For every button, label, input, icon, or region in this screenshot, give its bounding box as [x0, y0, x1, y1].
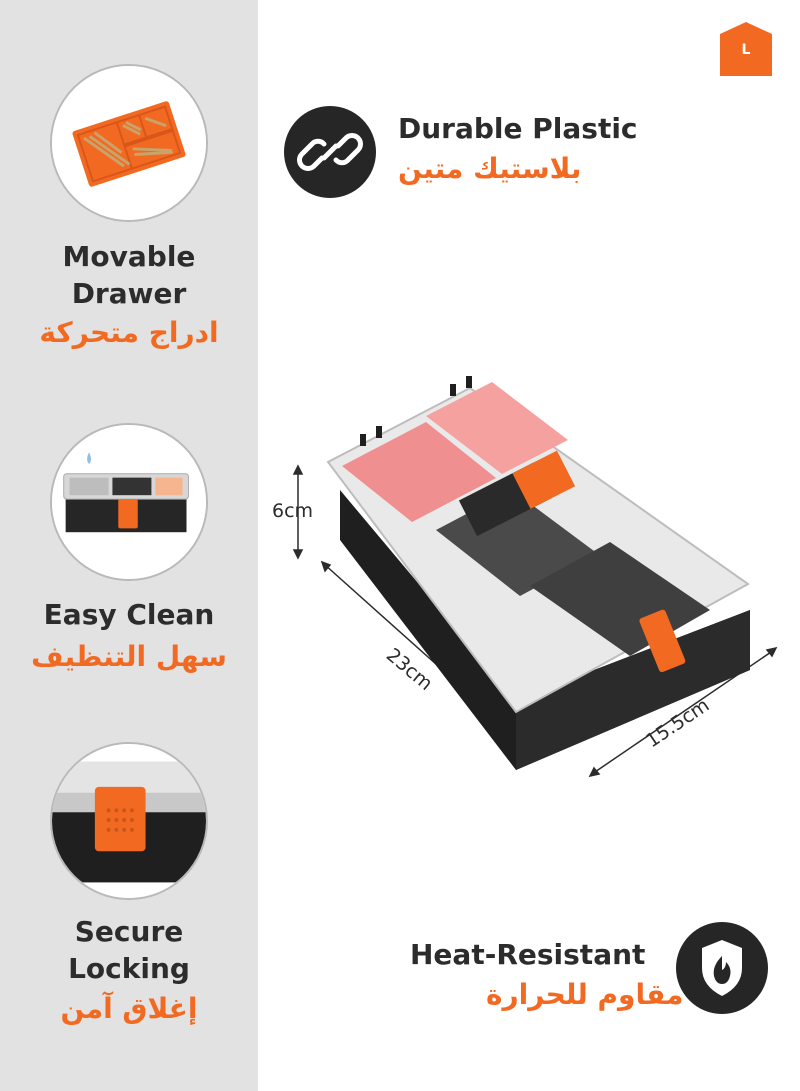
latch-photo-icon — [50, 742, 208, 900]
durable-plastic-arabic: بلاستيك متين — [398, 152, 582, 185]
chain-link-icon — [284, 106, 376, 198]
feature-arabic-label: إغلاق آمن — [60, 992, 198, 1025]
feature-title-line1: Movable — [62, 240, 196, 273]
feature-arabic-label: سهل التنظيف — [31, 640, 227, 673]
feature-title-line1: Secure — [74, 915, 184, 948]
heat-resistant-arabic: مقاوم للحرارة — [486, 978, 684, 1011]
feature-arabic-label: ادراج متحركة — [39, 316, 219, 349]
heat-resistant-title: Heat-Resistant — [410, 938, 646, 971]
feature-title-line2: Drawer — [71, 277, 187, 310]
durable-plastic-title: Durable Plastic — [398, 112, 638, 145]
drawer-photo-icon — [50, 64, 208, 222]
brand-logo-letter: L — [741, 42, 751, 58]
tool-organizer-product-image — [280, 370, 790, 790]
fire-shield-icon — [676, 922, 768, 1014]
feature-sidebar: Movable Drawer ادراج متحركة Easy Clean س… — [0, 0, 258, 1091]
dimension-height-label: 6cm — [272, 500, 314, 522]
brand-logo: L — [720, 22, 772, 76]
feature-title-line2: Locking — [68, 952, 190, 985]
toolbox-water-photo-icon — [50, 423, 208, 581]
feature-title-line1: Easy Clean — [43, 598, 215, 631]
